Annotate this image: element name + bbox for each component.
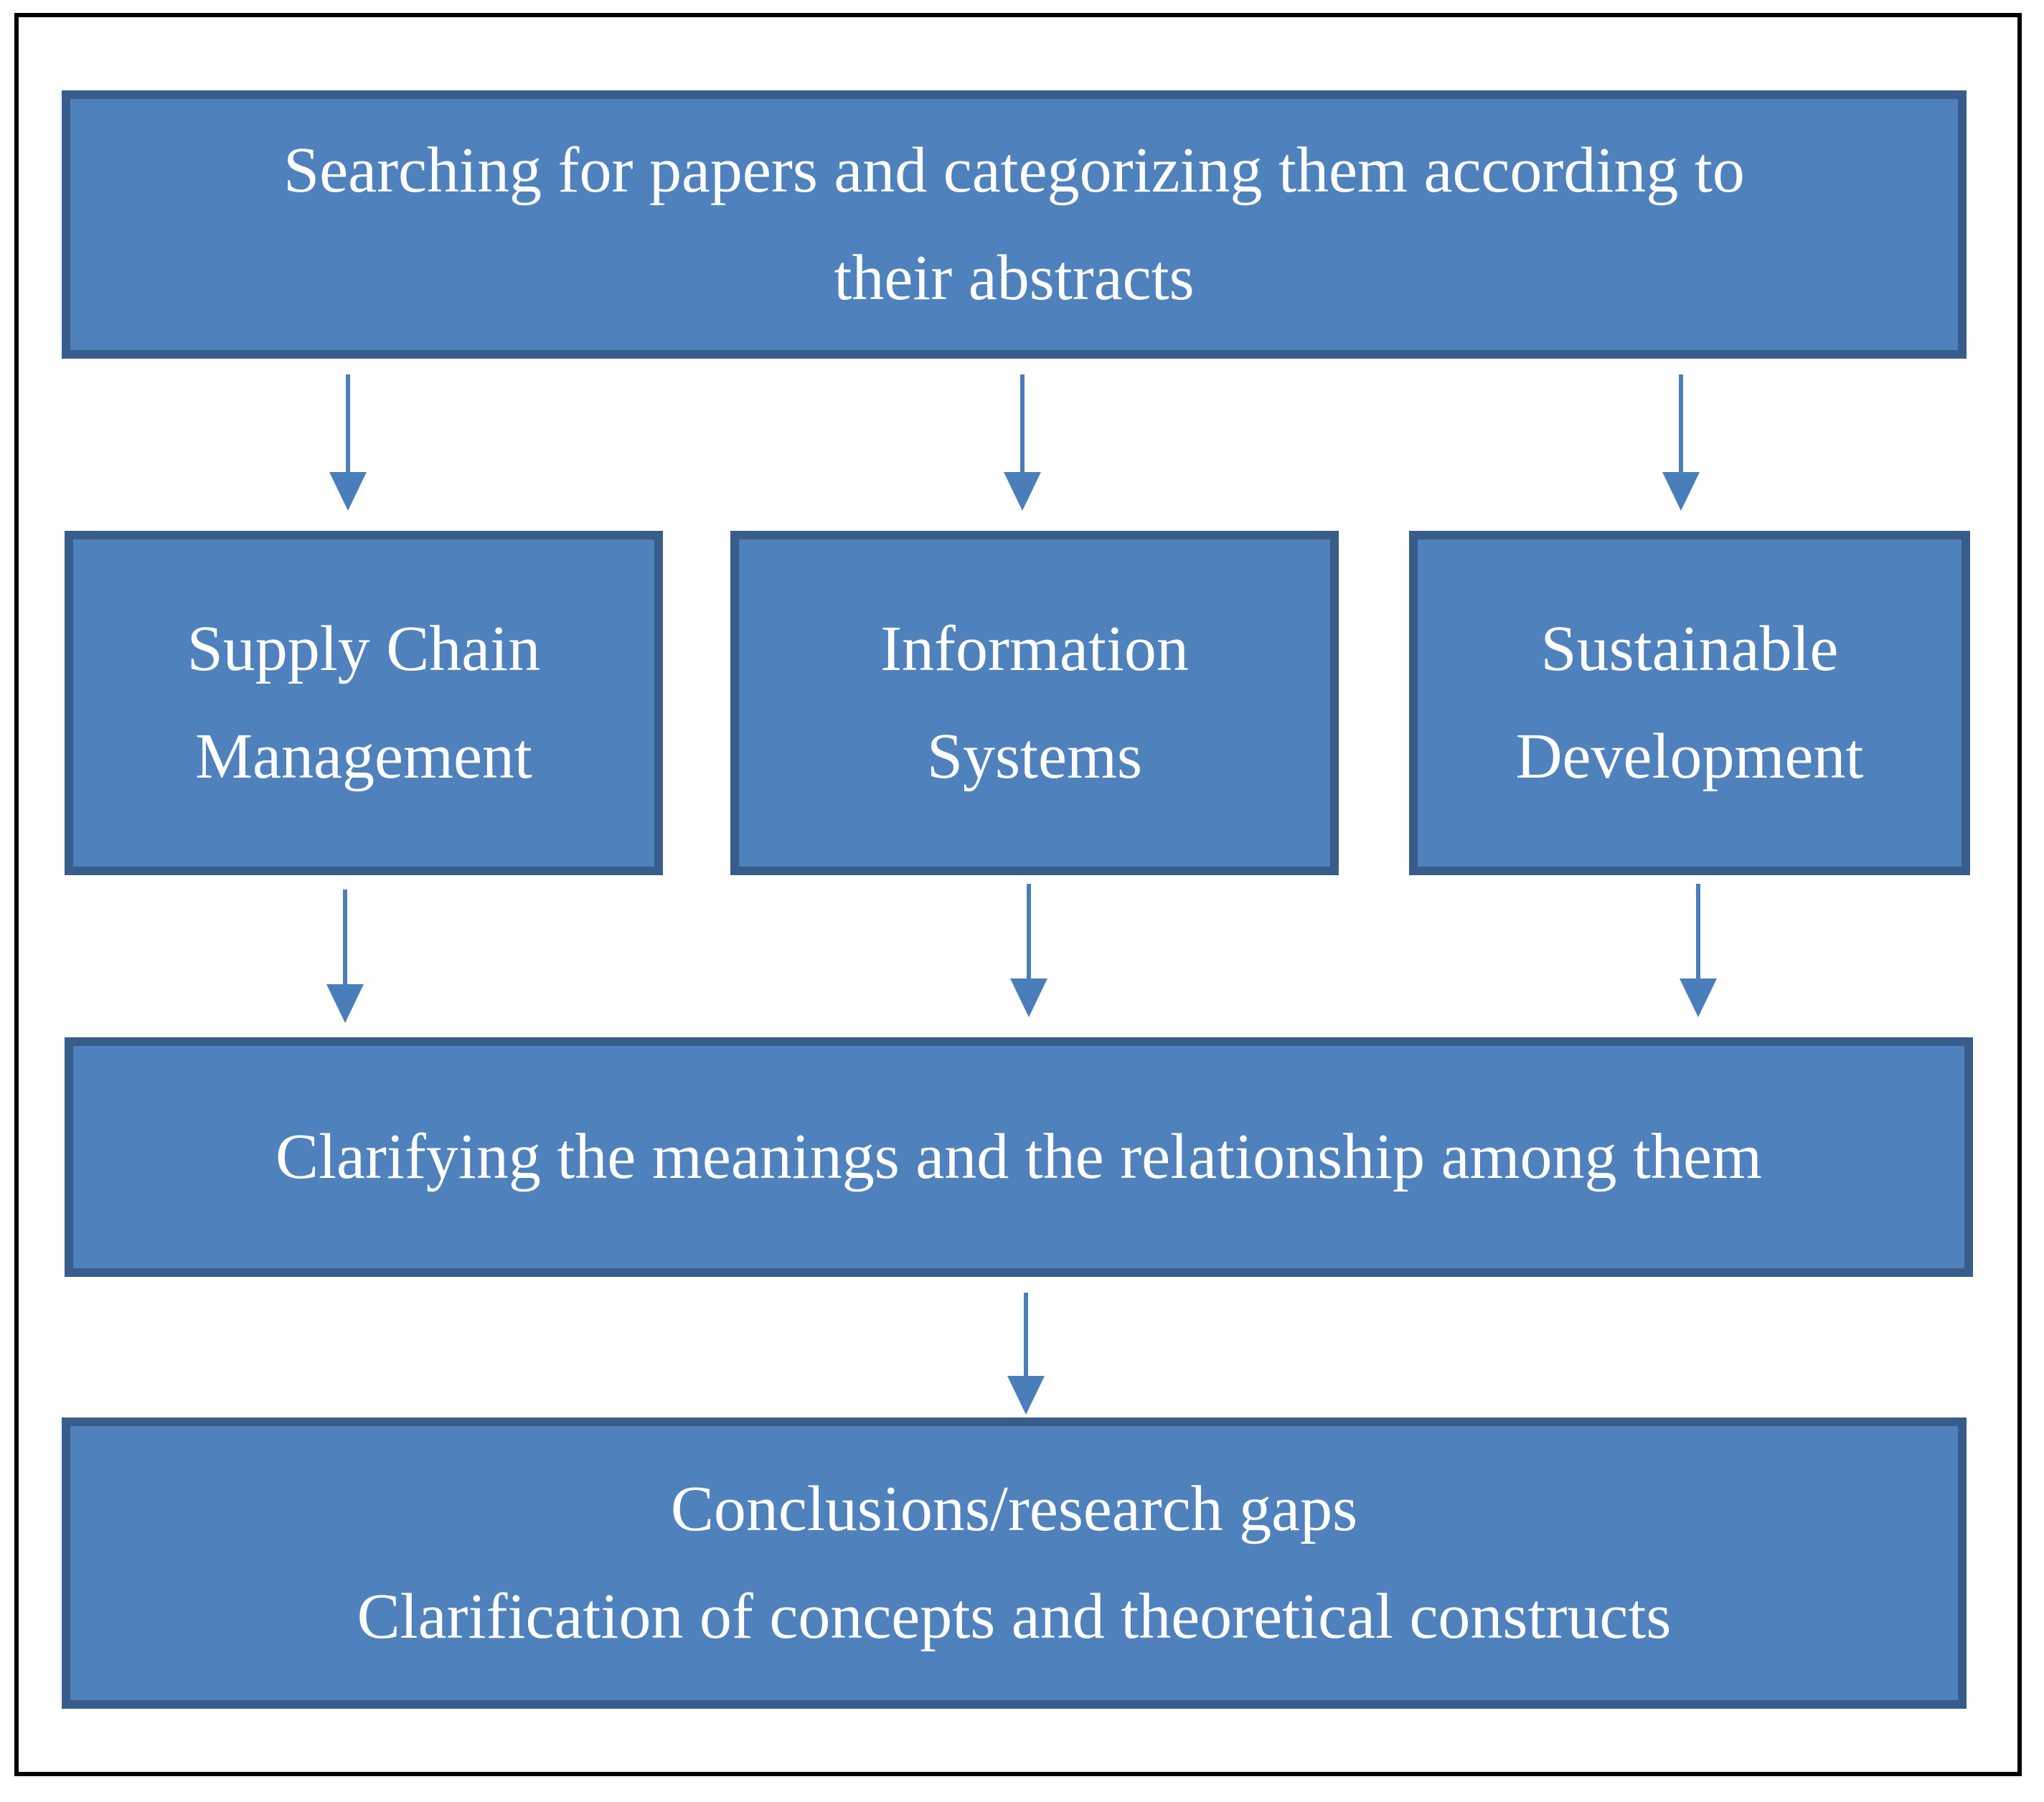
step-conclusions-line-2: Clarification of concepts and theoretica… (357, 1581, 1672, 1652)
category-sustainable-development-line-1: Sustainable (1540, 613, 1839, 684)
step-conclusions-box: Conclusions/research gaps Clarification … (62, 1417, 1967, 1709)
category-sustainable-development-box: Sustainable Development (1409, 531, 1970, 875)
category-information-systems-box: Information Systems (730, 531, 1339, 875)
category-sustainable-development-line-2: Development (1515, 721, 1864, 792)
category-supply-chain-line-2: Management (195, 721, 532, 792)
category-supply-chain-line-1: Supply Chain (187, 613, 541, 684)
category-information-systems-line-2: Systems (926, 721, 1143, 792)
category-supply-chain-box: Supply Chain Management (65, 531, 663, 875)
step-search-line-2: their abstracts (834, 242, 1195, 313)
step-search-papers-box: Searching for papers and categorizing th… (62, 90, 1967, 359)
step-conclusions-line-1: Conclusions/research gaps (670, 1473, 1358, 1544)
step-clarify-line-1: Clarifying the meanings and the relation… (275, 1121, 1763, 1192)
step-clarify-box: Clarifying the meanings and the relation… (65, 1037, 1973, 1277)
category-information-systems-line-1: Information (880, 613, 1189, 684)
step-search-line-1: Searching for papers and categorizing th… (283, 135, 1745, 206)
